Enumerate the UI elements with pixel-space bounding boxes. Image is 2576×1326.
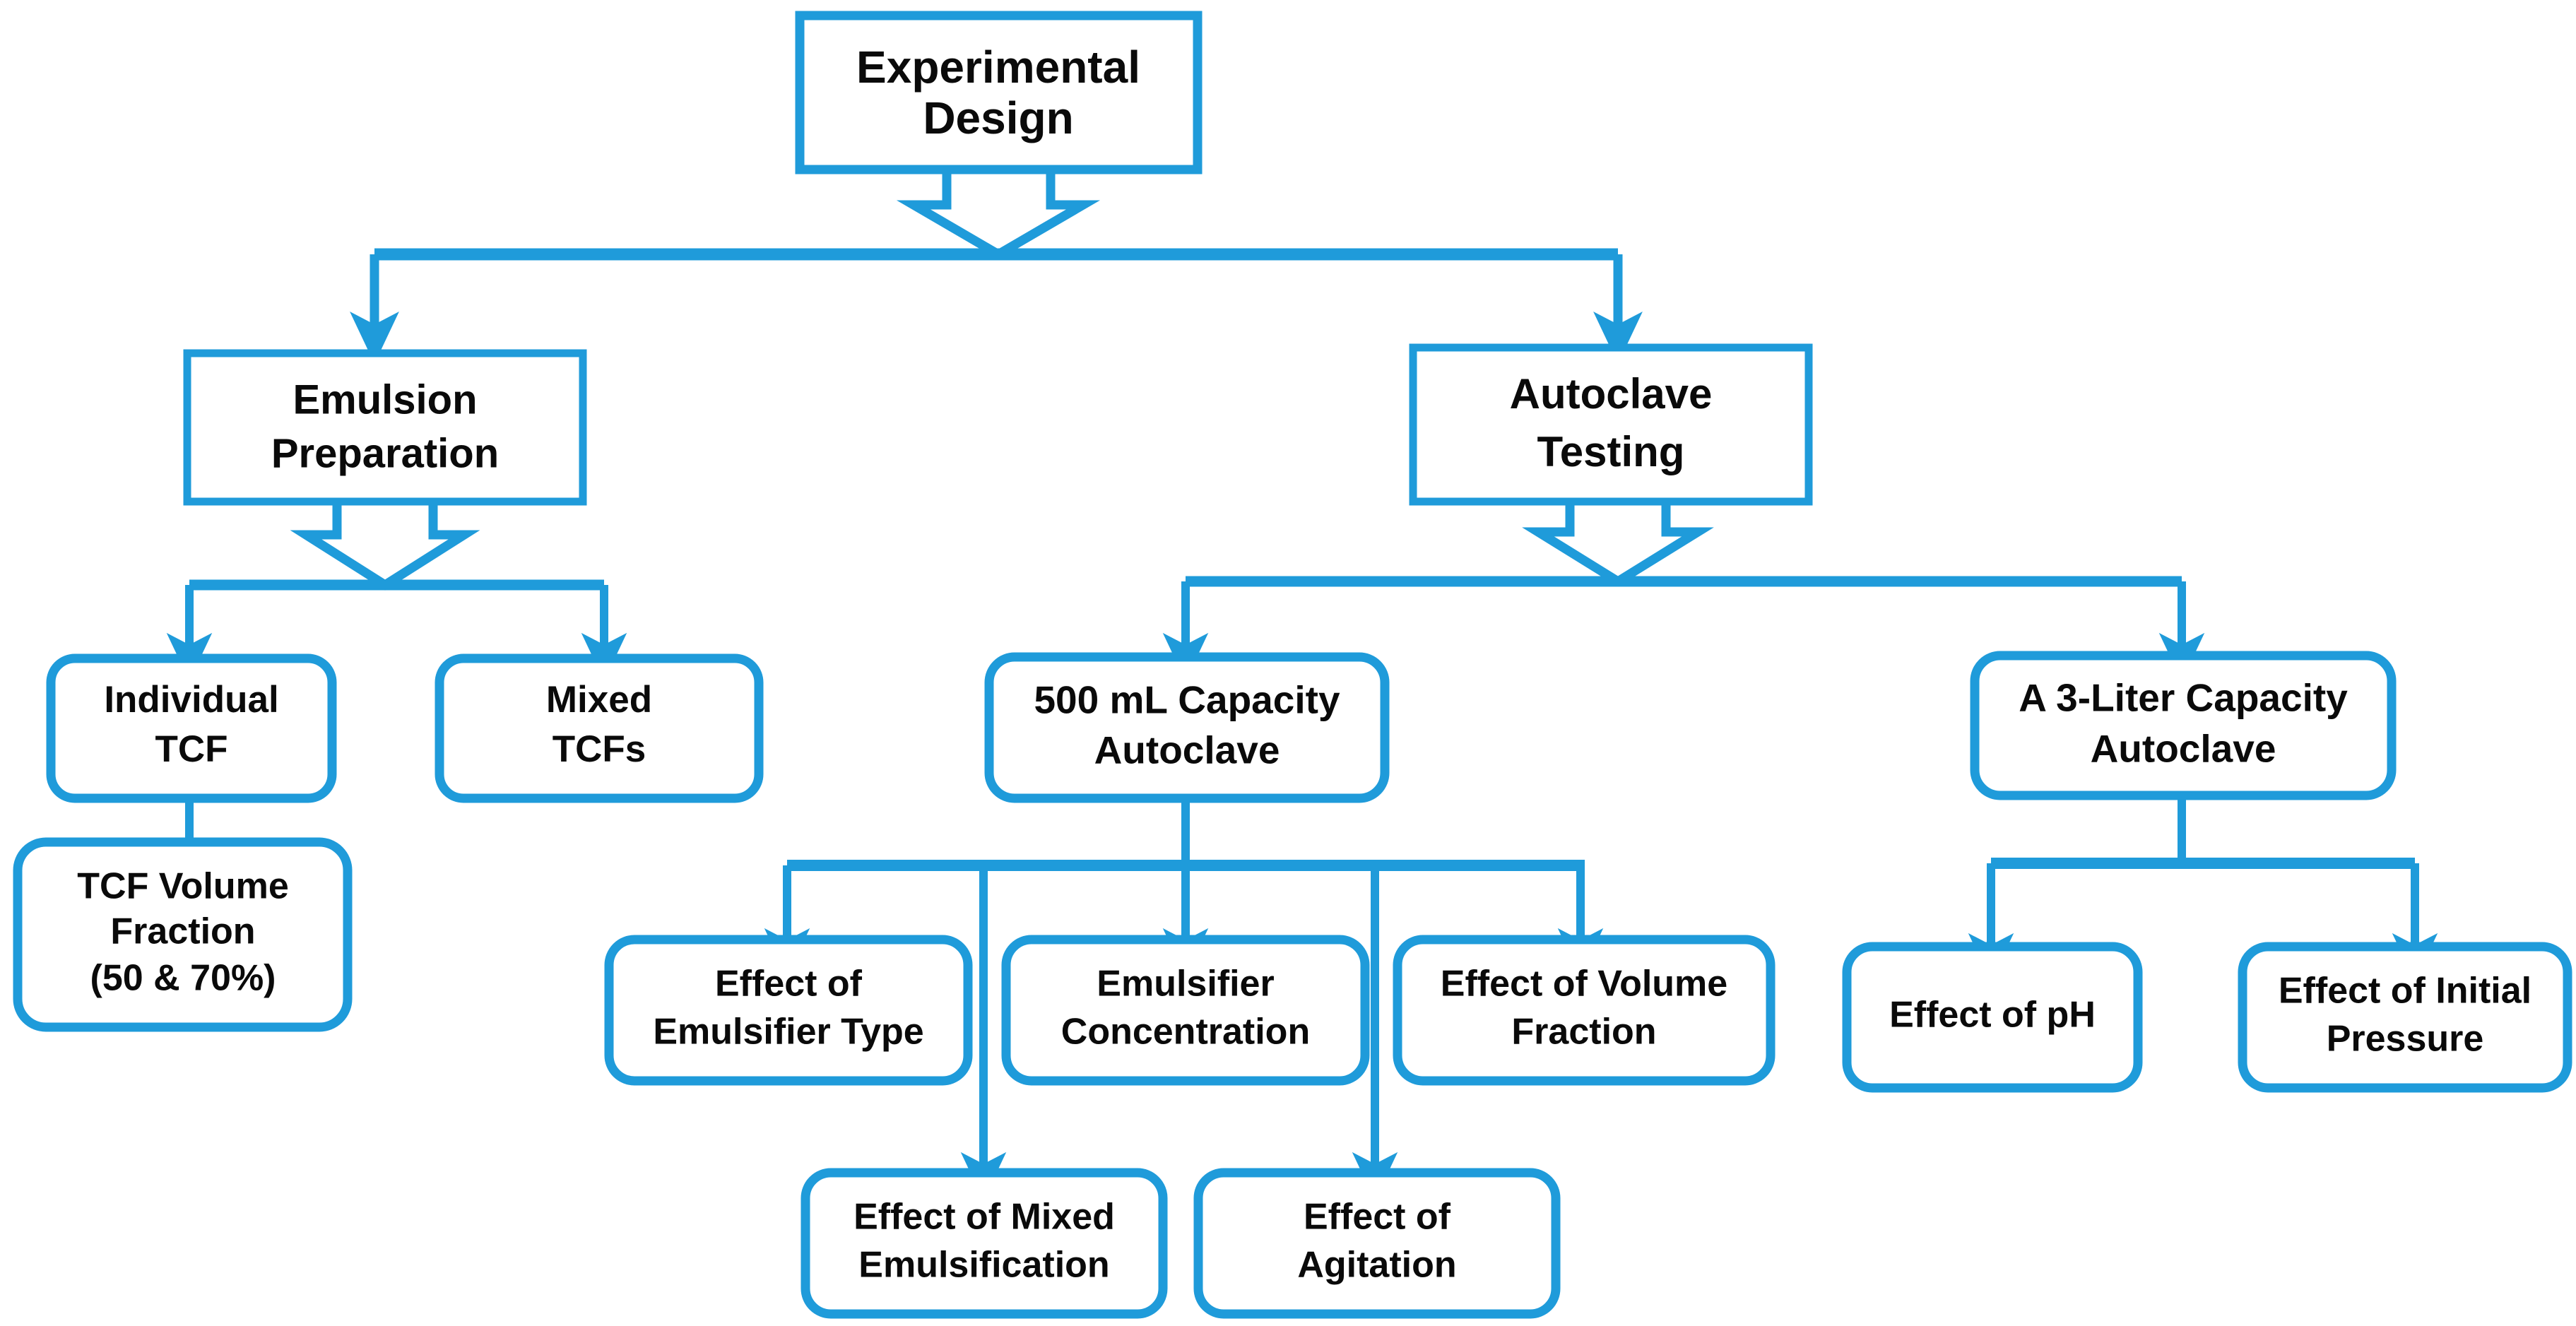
node-effect-ph[interactable]: Effect of pH	[1842, 942, 2143, 1093]
node-autoclave-3liter[interactable]: A 3-Liter Capacity Autoclave	[1970, 651, 2397, 800]
connector-bus-3liter-leaves	[1968, 858, 2438, 982]
node-effect-emulsifier-type-line-1: Effect of	[715, 964, 863, 1005]
connector-bus-autoclave-children	[1162, 576, 2205, 682]
node-experimental-design-line-2: Design	[923, 93, 1073, 143]
node-tcf-volume-fraction-box[interactable]	[13, 837, 353, 1032]
node-autoclave-testing-box[interactable]	[1409, 343, 1813, 506]
node-autoclave-testing-line-2: Testing	[1537, 428, 1685, 475]
connector-bus-500ml-leaves	[764, 860, 1604, 1201]
node-experimental-design[interactable]: Experimental Design	[795, 11, 1203, 174]
node-mixed-tcfs-line-1: Mixed	[546, 679, 652, 721]
node-emulsion-preparation-line-2: Preparation	[271, 430, 499, 476]
node-emulsifier-concentration-line-2: Concentration	[1061, 1012, 1310, 1053]
node-mixed-tcfs[interactable]: Mixed TCFs	[435, 653, 764, 803]
node-individual-tcf-line-1: Individual	[104, 679, 278, 721]
node-effect-initial-pressure-line-2: Pressure	[2327, 1019, 2484, 1060]
node-emulsion-preparation[interactable]: Emulsion Preparation	[183, 349, 587, 506]
connector-autoclave-testing-to-bus	[1522, 502, 1714, 587]
node-tcf-volume-fraction[interactable]: TCF Volume Fraction (50 & 70%)	[13, 837, 353, 1032]
node-individual-tcf-box[interactable]	[46, 653, 337, 803]
connector-experimental-design-to-bus	[896, 170, 1101, 260]
node-effect-initial-pressure[interactable]: Effect of Initial Pressure	[2238, 942, 2572, 1093]
node-experimental-design-box[interactable]	[795, 11, 1203, 174]
node-autoclave-500ml[interactable]: 500 mL Capacity Autoclave	[984, 652, 1390, 803]
node-mixed-tcfs-box[interactable]	[435, 653, 764, 803]
node-tcf-volume-fraction-line-3: (50 & 70%)	[90, 958, 276, 999]
node-effect-mixed-emulsification-line-1: Effect of Mixed	[853, 1197, 1115, 1238]
node-effect-mixed-emulsification-line-2: Emulsification	[858, 1245, 1109, 1286]
node-autoclave-3liter-box[interactable]	[1970, 651, 2397, 800]
node-effect-agitation[interactable]: Effect of Agitation	[1193, 1168, 1561, 1319]
node-effect-emulsifier-type[interactable]: Effect of Emulsifier Type	[604, 935, 973, 1086]
node-emulsion-preparation-box[interactable]	[183, 349, 587, 506]
node-effect-emulsifier-type-line-2: Emulsifier Type	[653, 1012, 923, 1053]
node-emulsion-preparation-line-1: Emulsion	[293, 377, 477, 422]
node-effect-volume-fraction-line-2: Fraction	[1511, 1012, 1656, 1053]
node-effect-mixed-emulsification[interactable]: Effect of Mixed Emulsification	[800, 1168, 1168, 1319]
connector-bus-emulsion-children	[166, 579, 627, 682]
node-effect-volume-fraction-box[interactable]	[1393, 935, 1776, 1086]
node-autoclave-500ml-box[interactable]	[984, 652, 1390, 803]
node-individual-tcf[interactable]: Individual TCF	[46, 653, 337, 803]
node-tcf-volume-fraction-line-2: Fraction	[110, 911, 255, 952]
connector-emulsion-preparation-to-bus	[290, 502, 480, 591]
node-mixed-tcfs-line-2: TCFs	[553, 728, 646, 770]
node-autoclave-3liter-line-2: Autoclave	[2091, 727, 2276, 771]
node-effect-volume-fraction-line-1: Effect of Volume	[1441, 964, 1727, 1005]
node-autoclave-500ml-line-2: Autoclave	[1094, 728, 1280, 772]
node-effect-agitation-line-1: Effect of	[1304, 1197, 1451, 1238]
connector-bus-level1	[350, 248, 1643, 364]
node-effect-agitation-box[interactable]	[1193, 1168, 1561, 1319]
node-effect-volume-fraction[interactable]: Effect of Volume Fraction	[1393, 935, 1776, 1086]
node-autoclave-testing[interactable]: Autoclave Testing	[1409, 343, 1813, 506]
node-emulsifier-concentration-box[interactable]	[1001, 935, 1370, 1086]
node-effect-mixed-emulsification-box[interactable]	[800, 1168, 1168, 1319]
node-effect-emulsifier-type-box[interactable]	[604, 935, 973, 1086]
node-autoclave-500ml-line-1: 500 mL Capacity	[1034, 678, 1340, 722]
node-autoclave-testing-line-1: Autoclave	[1510, 370, 1713, 418]
node-emulsifier-concentration-line-1: Emulsifier	[1097, 964, 1274, 1005]
node-effect-ph-box[interactable]	[1842, 942, 2143, 1093]
node-autoclave-3liter-line-1: A 3-Liter Capacity	[2019, 676, 2348, 720]
node-effect-agitation-line-2: Agitation	[1297, 1245, 1456, 1286]
node-emulsifier-concentration[interactable]: Emulsifier Concentration	[1001, 935, 1370, 1086]
node-effect-initial-pressure-line-1: Effect of Initial	[2279, 971, 2531, 1012]
node-individual-tcf-line-2: TCF	[155, 728, 228, 770]
node-tcf-volume-fraction-line-1: TCF Volume	[77, 866, 288, 907]
node-effect-initial-pressure-box[interactable]	[2238, 942, 2572, 1093]
node-effect-ph-line-1: Effect of pH	[1889, 995, 2096, 1036]
node-experimental-design-line-1: Experimental	[856, 42, 1140, 93]
